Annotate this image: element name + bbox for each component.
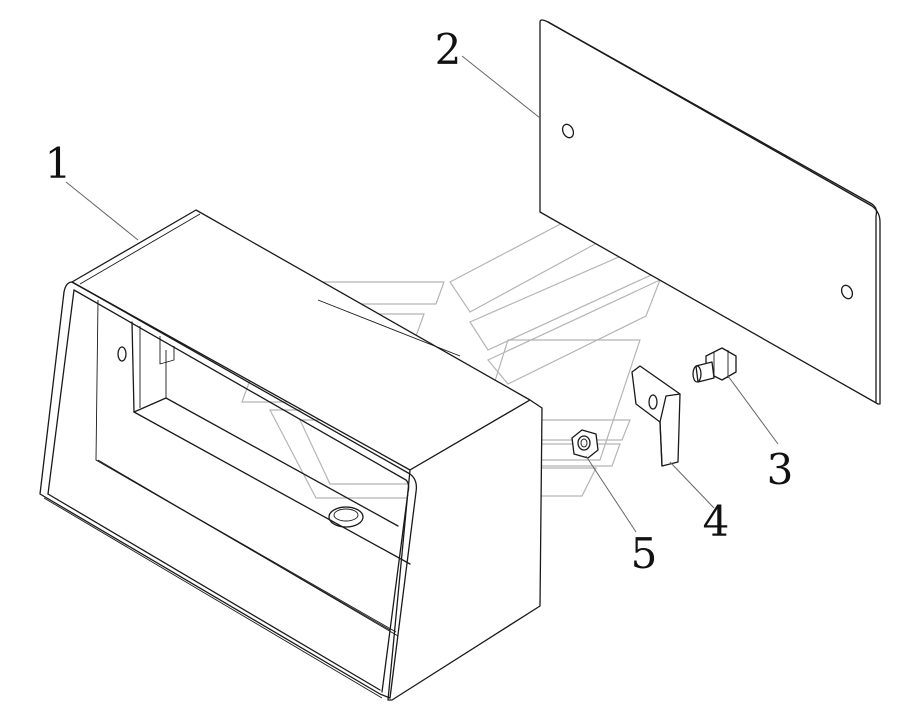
leader-3	[727, 375, 779, 445]
leader-4	[669, 461, 715, 509]
leader-5	[585, 455, 637, 533]
housing-hole-side	[117, 346, 127, 362]
bracket	[631, 365, 681, 467]
callout-housing: 1	[45, 139, 72, 188]
leader-2	[461, 55, 541, 119]
cover-plate	[539, 19, 881, 405]
callouts: 1 2 3 4 5	[45, 25, 794, 578]
plate-hole-left	[561, 123, 575, 139]
leader-lines	[65, 55, 779, 533]
housing-hole-bottom	[328, 506, 364, 528]
callout-cover-plate: 2	[435, 25, 462, 74]
nut	[571, 429, 599, 459]
bracket-hole	[648, 394, 658, 410]
leader-1	[65, 181, 139, 241]
callout-nut: 5	[631, 529, 658, 578]
housing	[39, 209, 543, 701]
callout-bracket: 4	[703, 497, 730, 546]
callout-bolt: 3	[767, 445, 794, 494]
bolt	[692, 347, 737, 383]
plate-hole-right	[840, 284, 854, 300]
